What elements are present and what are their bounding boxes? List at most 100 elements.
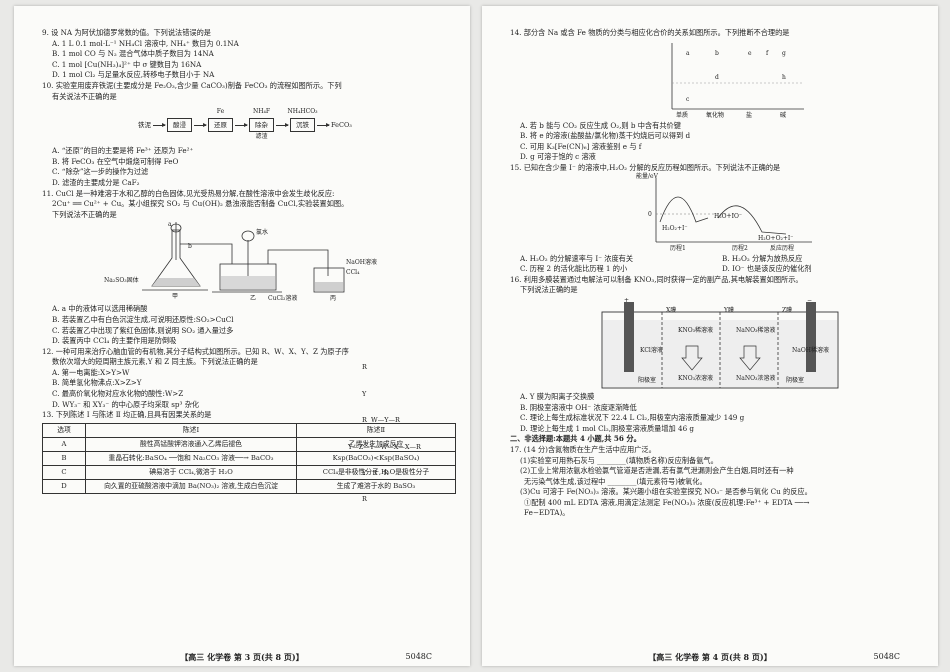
table-header: 选项 bbox=[42, 422, 86, 438]
q12-stem: 12. 一种可用来治疗心脑血管的有机物,其分子结构式如图所示。已知 R、W、X、… bbox=[42, 346, 349, 356]
cathode-sign: − bbox=[807, 296, 813, 304]
label-ccl4: CCl₄ bbox=[346, 269, 360, 277]
q17-line: Fe−EDTA)。 bbox=[524, 508, 570, 518]
table-cell: 向久置的亚硫酸溶液中滴加 Ba(NO₃)₂ 溶液,生成白色沉淀 bbox=[85, 478, 297, 494]
label-naoh: NaOH溶液 bbox=[346, 259, 377, 267]
label-nano3-dilute: NaNO₃稀溶液 bbox=[736, 326, 776, 334]
flow-arrow bbox=[194, 122, 207, 127]
q12-option-c: C. 最高价氧化物对应水化物的酸性:W>Z bbox=[52, 389, 184, 399]
table-cell: B bbox=[42, 450, 86, 466]
label-step2: 历程2 bbox=[732, 244, 748, 252]
q17-line: ①配制 400 mL EDTA 溶液,用滴定法测定 Fe(NO₃)₃ 浓度(反应… bbox=[524, 497, 810, 507]
q10-stem: 10. 实验室用废弃铁泥(主要成分是 Fe₂O₃,含少量 CaCO₃)制备 Fe… bbox=[42, 80, 342, 90]
y-axis-label: 能量/eV bbox=[636, 172, 658, 180]
q17-line: (1)实验室可用熟石灰与 ________(填物质名称)反应制备氨气。 bbox=[520, 455, 718, 465]
table-cell: 酸性高锰酸钾溶液通入乙烯后褪色 bbox=[85, 436, 297, 452]
label-z-membrane: Z膜 bbox=[782, 306, 793, 314]
q13-table: 选项 陈述Ⅰ 陈述Ⅱ A 酸性高锰酸钾溶液通入乙烯后褪色 乙烯发生加成反应 B … bbox=[42, 422, 456, 494]
label-a: a bbox=[168, 221, 172, 229]
page-3: 9. 设 NA 为阿伏加德罗常数的值。下列说法错误的是 A. 1 L 0.1 m… bbox=[14, 6, 470, 666]
q10-stem-cont: 有关说法不正确的是 bbox=[52, 91, 117, 101]
q11-option-b: B. 若装置乙中有白色沉淀生成,可说明还原性:SO₂>CuCl bbox=[52, 314, 234, 324]
table-cell: 重晶石转化:BaSO₄ ──饱和 Na₂CO₃ 溶液──→ BaCO₃ bbox=[85, 450, 297, 466]
label-reaction-path: 反应历程 bbox=[770, 244, 795, 252]
page-footer-title: 【高三 化学卷 第 4 页(共 8 页)】 bbox=[648, 652, 772, 662]
q11-option-d: D. 装置丙中 CCl₄ 的主要作用是防倒吸 bbox=[52, 336, 177, 346]
flow-arrow bbox=[235, 122, 248, 127]
q9-option-b: B. 1 mol CO 与 N₂ 混合气体中质子数目为 14NA bbox=[52, 49, 214, 59]
q14-option-b: B. 将 e 的溶液(盐酸盐/氯化物)蒸干灼烧后可以得到 d bbox=[520, 131, 691, 141]
q17-line: (3)Cu 可溶于 Fe(NO₃)₃ 溶液。某兴趣小组在实验室探究 NO₃⁻ 是… bbox=[520, 487, 812, 497]
q16-electrolysis-figure: + − X膜 Y膜 Z膜 KCl溶液 KNO₃稀溶液 NaNO₃稀溶液 NaOH… bbox=[510, 296, 924, 392]
section-heading: 二、非选择题:本题共 4 小题,共 56 分。 bbox=[510, 434, 641, 444]
table-cell: D bbox=[42, 478, 86, 494]
q14-chart: a b e f g d h c 单质 氧化物 盐 碱 bbox=[510, 39, 924, 121]
flow-step-acid: 酸浸 bbox=[167, 117, 192, 133]
q12-option-d: D. WY₃⁻ 和 XY₃⁻ 的中心原子均采取 sp³ 杂化 bbox=[52, 399, 200, 409]
anode-sign: + bbox=[624, 296, 630, 304]
zero-label: 0 bbox=[648, 210, 652, 218]
q17-stem: 17. (14 分)含氮物质在生产生活中应用广泛。 bbox=[510, 444, 656, 454]
label-cathode-chamber: 阴极室 bbox=[786, 376, 805, 384]
label-jia: 甲 bbox=[172, 293, 179, 301]
label-yi: 乙 bbox=[250, 295, 257, 303]
label-naoh-dilute: NaOH稀溶液 bbox=[792, 346, 829, 354]
q15-option-d: D. IO⁻ 也是该反应的催化剂 bbox=[722, 264, 812, 274]
q12-option-a: A. 第一电离能:X>Y>W bbox=[52, 367, 130, 377]
label-step1: 历程1 bbox=[670, 244, 686, 252]
q13-stem: 13. 下列陈述 Ⅰ 与陈述 Ⅱ 均正确,且具有因果关系的是 bbox=[42, 410, 212, 420]
q12-structure: R Y R W—Y—R Y—Z—Y—W—X—X—R Y R R R bbox=[348, 363, 421, 504]
point-h: h bbox=[782, 73, 786, 81]
label-nano3-conc: NaNO₃浓溶液 bbox=[736, 374, 776, 382]
q14-axes bbox=[671, 42, 804, 109]
q16-cell bbox=[601, 301, 839, 389]
point-d: d bbox=[715, 73, 719, 81]
point-e: e bbox=[748, 49, 752, 57]
q11-stem-cont: 2Cu⁺ ══ Cu²⁺ + Cu。某小组探究 SO₂ 与 Cu(OH)₂ 悬浊… bbox=[52, 199, 349, 209]
table-cell: 生成了难溶于水的 BaSO₃ bbox=[296, 478, 456, 494]
point-c: c bbox=[686, 95, 690, 103]
flow-start: 铁泥 bbox=[138, 120, 151, 129]
page-footer-code: 5048C bbox=[405, 652, 432, 661]
q17-line: 无污染气体生成,该过程中 ________(填元素符号)被氧化。 bbox=[524, 476, 707, 486]
x-tick: 碱 bbox=[780, 111, 787, 119]
flow-arrow bbox=[317, 122, 330, 127]
point-a: a bbox=[686, 49, 690, 57]
q15-energy-diagram: 能量/eV 0 H₂O₂+I⁻ H₂O+IO⁻ H₂O+O₂+I⁻ 历程1 历程… bbox=[510, 172, 924, 254]
q10-option-d: D. 滤渣的主要成分是 CaF₂ bbox=[52, 177, 140, 187]
flow-end: FeCO₃ bbox=[331, 120, 352, 129]
label-bing: 丙 bbox=[330, 295, 337, 303]
q14-option-d: D. g 可溶于饱的 c 溶液 bbox=[520, 152, 596, 162]
label-h2o2-i: H₂O₂+I⁻ bbox=[662, 224, 688, 232]
page-footer-title: 【高三 化学卷 第 3 页(共 8 页)】 bbox=[180, 652, 304, 662]
q9-option-c: C. 1 mol [Cu(NH₃)₄]²⁺ 中 σ 键数目为 16NA bbox=[52, 59, 202, 69]
x-tick: 氧化物 bbox=[706, 111, 725, 119]
label-h2o-o2-i: H₂O+O₂+I⁻ bbox=[758, 234, 794, 242]
q16-stem-cont: 下列说法正确的是 bbox=[520, 285, 578, 295]
page-footer-code: 5048C bbox=[873, 652, 900, 661]
q9-stem: 9. 设 NA 为阿伏加德罗常数的值。下列说法错误的是 bbox=[42, 28, 211, 37]
q9-option-a: A. 1 L 0.1 mol·L⁻¹ NH₄Cl 溶液中, NH₄⁺ 数目为 0… bbox=[52, 38, 239, 48]
q16-option-a: A. Y 膜为阳离子交换膜 bbox=[520, 391, 595, 401]
x-tick: 盐 bbox=[746, 111, 753, 119]
label-cucl2: CuCl₂溶液 bbox=[268, 295, 298, 303]
table-row: A 酸性高锰酸钾溶液通入乙烯后褪色 乙烯发生加成反应 bbox=[42, 436, 456, 452]
label-anode-chamber: 阳极室 bbox=[638, 376, 657, 384]
x-tick: 单质 bbox=[676, 111, 689, 119]
page-4: 14. 部分含 Na 或含 Fe 物质的分类与相应化合价的关系如图所示。下列推断… bbox=[482, 6, 938, 666]
label-b: b bbox=[188, 243, 192, 251]
page-3-content: 9. 设 NA 为阿伏加德罗常数的值。下列说法错误的是 A. 1 L 0.1 m… bbox=[42, 28, 456, 503]
q14-option-c: C. 可用 K₃[Fe(CN)₆] 溶液鉴别 e 与 f bbox=[520, 141, 642, 151]
label-kcl: KCl溶液 bbox=[640, 346, 663, 354]
q14-option-a: A. 若 b 能与 CO₂ 反应生成 O₂,则 b 中含有共价键 bbox=[520, 120, 681, 130]
label-kno3-dilute: KNO₃稀溶液 bbox=[678, 326, 714, 334]
page-4-content: 14. 部分含 Na 或含 Fe 物质的分类与相应化合价的关系如图所示。下列推断… bbox=[510, 28, 924, 519]
q12-option-b: B. 简单氢化物沸点:X>Z>Y bbox=[52, 378, 142, 388]
q16-option-b: B. 阴极室溶液中 OH⁻ 浓度逐渐降低 bbox=[520, 402, 637, 412]
point-g: g bbox=[782, 49, 786, 57]
point-f: f bbox=[766, 49, 769, 57]
